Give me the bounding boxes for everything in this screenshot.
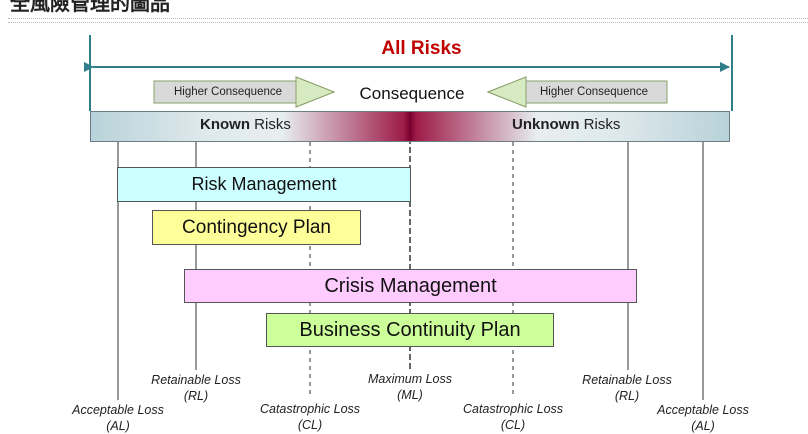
right-arrow-label: Higher Consequence	[539, 86, 649, 98]
diagram-lines	[84, 35, 733, 400]
unknown-risks-label: Unknown Risks	[512, 116, 621, 133]
risk-management-box: Risk Management	[117, 167, 411, 202]
catastrophic-loss-right: Catastrophic Loss(CL)	[462, 402, 564, 432]
contingency-plan-box: Contingency Plan	[152, 210, 361, 245]
known-risks-label: Known Risks	[200, 116, 291, 133]
risk-band	[90, 111, 730, 142]
page-title: 全風險管理的圖品	[10, 0, 170, 15]
maximum-loss: Maximum Loss(ML)	[367, 372, 453, 402]
consequence-label: Consequence	[359, 84, 465, 103]
header-divider	[8, 18, 808, 23]
catastrophic-loss-left: Catastrophic Loss(CL)	[259, 402, 361, 432]
retainable-loss-right: Retainable Loss(RL)	[582, 373, 672, 403]
crisis-management-box: Crisis Management	[184, 269, 637, 303]
business-continuity-plan-box: Business Continuity Plan	[266, 313, 554, 347]
acceptable-loss-right: Acceptable Loss(AL)	[657, 403, 749, 433]
all-risks-title: All Risks	[381, 38, 462, 59]
left-arrow-label: Higher Consequence	[173, 86, 283, 98]
acceptable-loss-left: Acceptable Loss(AL)	[72, 403, 164, 433]
retainable-loss-left: Retainable Loss(RL)	[151, 373, 241, 403]
